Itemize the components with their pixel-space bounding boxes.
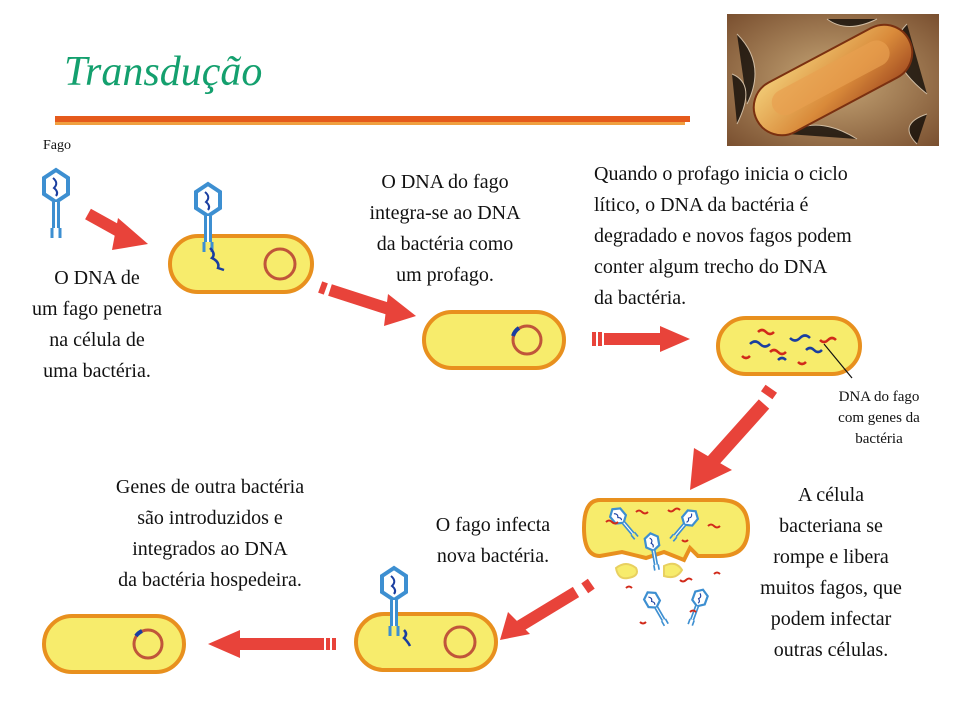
arrow-2 (318, 281, 416, 326)
page-title: Transdução (64, 49, 263, 95)
phage-label: Fago (43, 138, 71, 153)
arrow-5 (500, 578, 595, 640)
bacterium-cell-1 (168, 182, 314, 294)
bacterium-cell-2 (422, 310, 566, 370)
arrow-4 (690, 384, 778, 490)
bacterium-photo (727, 14, 939, 146)
bacterium-cell-6 (42, 614, 186, 674)
bacterium-cell-5 (354, 566, 498, 672)
title-underline (55, 116, 690, 125)
free-phage-icon (42, 168, 70, 240)
arrow-3 (592, 326, 690, 352)
bacterium-cell-3 (716, 316, 862, 379)
arrow-6 (208, 630, 336, 658)
bursting-cell (581, 498, 751, 630)
arrow-1 (85, 208, 148, 250)
